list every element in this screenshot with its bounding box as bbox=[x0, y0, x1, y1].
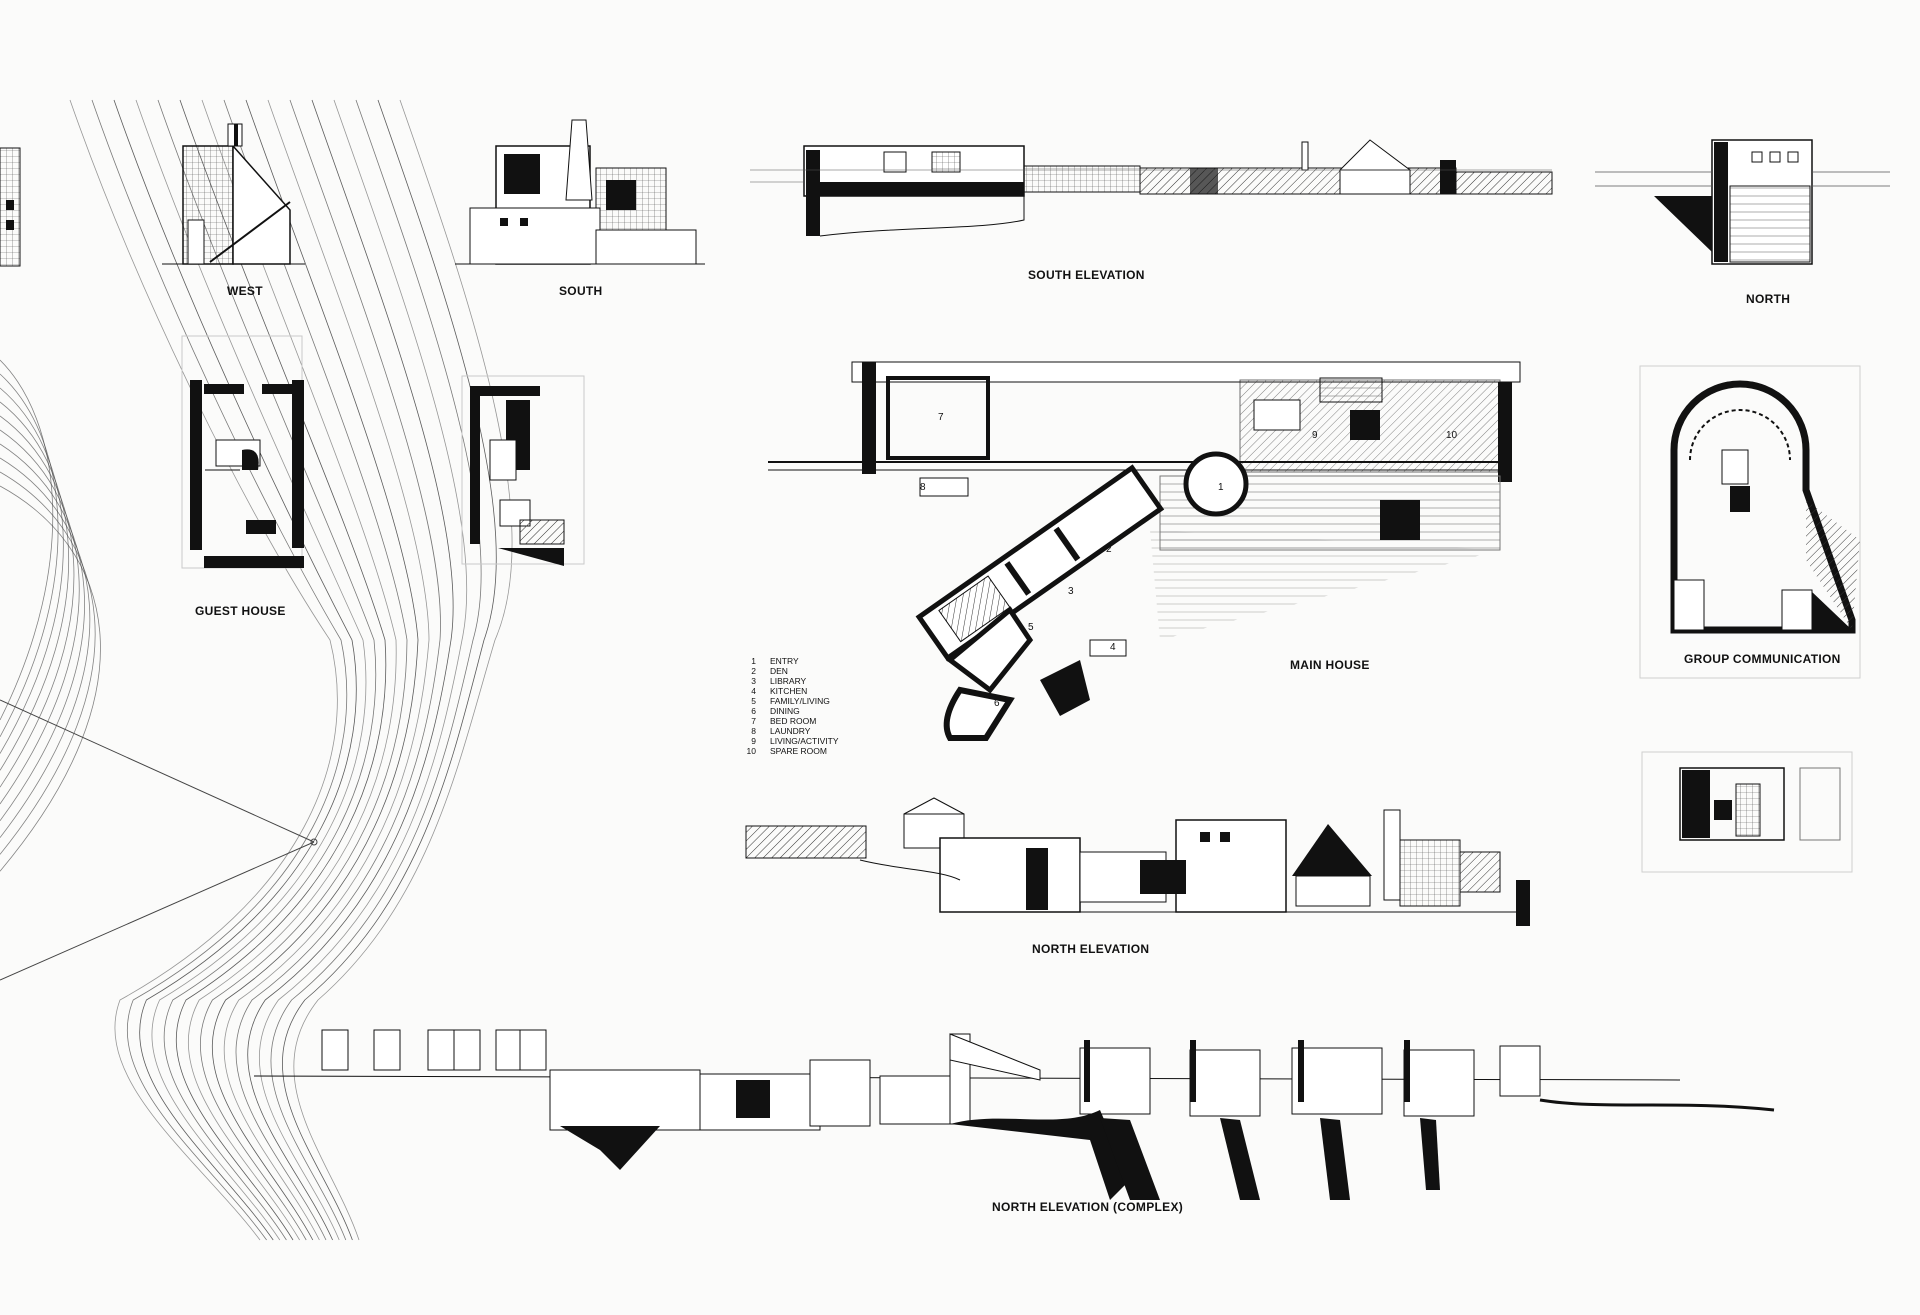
room-number-2: 2 bbox=[1106, 544, 1112, 555]
partial-elevation-left bbox=[0, 147, 21, 267]
contour-line bbox=[0, 457, 91, 838]
south-elevation-main-drawing bbox=[750, 139, 1553, 237]
guest-house-plan-drawing bbox=[181, 335, 304, 569]
legend-item-name: DINING bbox=[770, 706, 800, 716]
room-number-1: 1 bbox=[1218, 482, 1224, 493]
label-north: NORTH bbox=[1746, 292, 1791, 306]
contour-line bbox=[0, 415, 75, 788]
north-elevation-drawing bbox=[1595, 139, 1890, 265]
contour-line bbox=[0, 387, 64, 754]
legend-item-number: 3 bbox=[751, 676, 756, 686]
label-group-communication: GROUP COMMUNICATION bbox=[1684, 652, 1841, 666]
contour-line bbox=[223, 99, 430, 1241]
north-elevation-complex-drawing bbox=[253, 1029, 1775, 1200]
south-elevation-drawing bbox=[455, 119, 705, 265]
contour-line bbox=[270, 99, 482, 1241]
north-elevation-main-drawing bbox=[745, 797, 1530, 926]
legend-item: 8 LAUNDRY bbox=[746, 726, 839, 736]
legend-item-number: 5 bbox=[751, 696, 756, 706]
legend-item: 1 ENTRY bbox=[746, 656, 839, 666]
contour-line bbox=[0, 485, 101, 872]
room-number-3: 3 bbox=[1068, 586, 1074, 597]
contour-line bbox=[91, 99, 348, 1241]
legend-item-number: 6 bbox=[751, 706, 756, 716]
legend-item-name: BED ROOM bbox=[770, 716, 817, 726]
label-west: WEST bbox=[227, 284, 263, 298]
contour-line bbox=[0, 429, 80, 805]
legend-item-number: 4 bbox=[751, 686, 756, 696]
legend-item-name: ENTRY bbox=[770, 656, 799, 666]
legend-item: 10 SPARE ROOM bbox=[746, 746, 839, 756]
room-number-10: 10 bbox=[1446, 430, 1458, 441]
contour-line bbox=[259, 99, 468, 1241]
legend-item-number: 9 bbox=[751, 736, 756, 746]
contour-line bbox=[135, 99, 367, 1241]
room-legend: 1 ENTRY 2 DEN 3 LIBRARY 4 KITCHEN 5 FAMILY/LIVING… bbox=[746, 656, 839, 756]
legend-item: 5 FAMILY/LIVING bbox=[746, 696, 839, 706]
west-elevation-drawing bbox=[162, 123, 305, 265]
contour-line bbox=[0, 373, 59, 737]
legend-item: 9 LIVING/ACTIVITY bbox=[746, 736, 839, 746]
legend-item-number: 2 bbox=[751, 666, 756, 676]
legend-item-number: 10 bbox=[746, 746, 756, 756]
group-communication-plan-drawing bbox=[1639, 365, 1861, 679]
contour-line bbox=[282, 99, 497, 1241]
contour-line bbox=[0, 471, 96, 855]
contour-line bbox=[175, 99, 387, 1241]
guest-house-floor-plan-2 bbox=[461, 375, 585, 566]
contour-line bbox=[212, 99, 419, 1241]
contour-line bbox=[113, 99, 357, 1241]
contour-line bbox=[0, 443, 85, 822]
main-house-plan-drawing: 7 8 9 10 1 2 3 4 5 6 bbox=[768, 361, 1521, 741]
legend-item-name: KITCHEN bbox=[770, 686, 808, 696]
label-south-elevation: SOUTH ELEVATION bbox=[1028, 268, 1145, 282]
legend-item-name: LIBRARY bbox=[770, 676, 807, 686]
room-number-5: 5 bbox=[1028, 622, 1034, 633]
room-number-6: 6 bbox=[994, 698, 1000, 709]
survey-lines bbox=[0, 699, 318, 981]
group-communication-section-drawing bbox=[1641, 751, 1853, 873]
contour-line bbox=[187, 99, 397, 1241]
topographic-contours bbox=[0, 99, 513, 1241]
legend-item-number: 8 bbox=[751, 726, 756, 736]
label-north-elevation-complex: NORTH ELEVATION (COMPLEX) bbox=[992, 1200, 1184, 1214]
room-number-4: 4 bbox=[1110, 642, 1116, 653]
label-north-elevation: NORTH ELEVATION bbox=[1032, 942, 1150, 956]
legend-item: 2 DEN bbox=[746, 666, 839, 676]
contour-line bbox=[247, 99, 454, 1241]
legend-item: 7 BED ROOM bbox=[746, 716, 839, 726]
contour-line bbox=[293, 99, 513, 1241]
contour-line bbox=[0, 359, 54, 721]
contour-line bbox=[0, 401, 70, 771]
legend-item-name: SPARE ROOM bbox=[770, 746, 827, 756]
legend-item: 6 DINING bbox=[746, 706, 839, 716]
contour-line bbox=[157, 99, 377, 1241]
label-south: SOUTH bbox=[559, 284, 603, 298]
legend-item-number: 7 bbox=[751, 716, 756, 726]
legend-item-name: DEN bbox=[770, 666, 788, 676]
contour-line bbox=[235, 99, 441, 1241]
legend-item-name: LIVING/ACTIVITY bbox=[770, 736, 839, 746]
legend-item-name: FAMILY/LIVING bbox=[770, 696, 830, 706]
legend-item-number: 1 bbox=[751, 656, 756, 666]
legend-item: 3 LIBRARY bbox=[746, 676, 839, 686]
contour-line bbox=[69, 99, 338, 1241]
legend-item: 4 KITCHEN bbox=[746, 686, 839, 696]
contour-line bbox=[200, 99, 408, 1241]
room-number-8: 8 bbox=[920, 482, 926, 493]
label-main-house: MAIN HOUSE bbox=[1290, 658, 1370, 672]
room-number-9: 9 bbox=[1312, 430, 1318, 441]
room-number-7: 7 bbox=[938, 412, 944, 423]
label-guest-house: GUEST HOUSE bbox=[195, 604, 286, 618]
legend-item-name: LAUNDRY bbox=[770, 726, 811, 736]
